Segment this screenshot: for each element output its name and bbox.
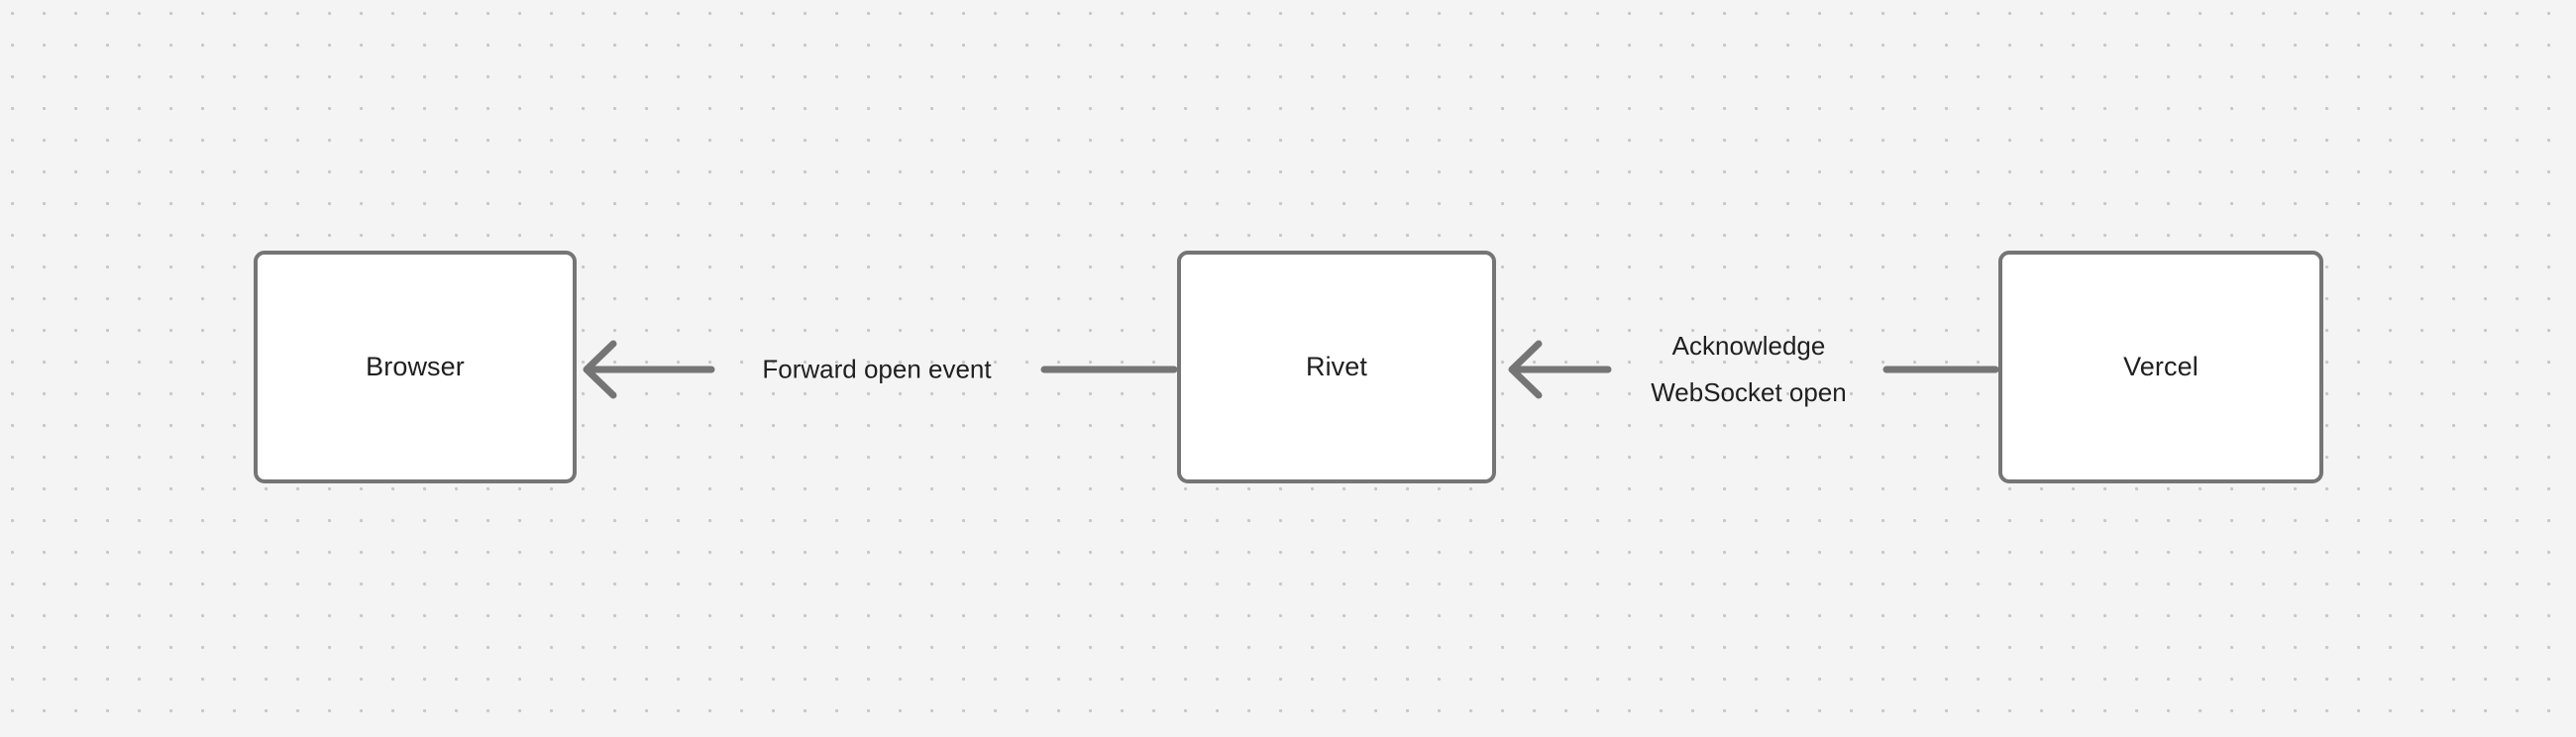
- node-browser-label: Browser: [366, 352, 465, 382]
- edge-label-acknowledge-websocket-open: Acknowledge WebSocket open: [1651, 323, 1847, 416]
- node-vercel[interactable]: Vercel: [1998, 251, 2323, 483]
- edge-label-forward-open-event: Forward open event: [762, 347, 991, 393]
- arrowhead-icon: [583, 340, 617, 399]
- arrowhead-icon: [1508, 340, 1543, 399]
- node-rivet-label: Rivet: [1305, 352, 1367, 382]
- edge-label-line: WebSocket open: [1651, 377, 1847, 407]
- node-browser[interactable]: Browser: [254, 251, 577, 483]
- node-rivet[interactable]: Rivet: [1177, 251, 1496, 483]
- edge-label-line: Acknowledge: [1671, 331, 1826, 361]
- node-vercel-label: Vercel: [2123, 352, 2199, 382]
- edge-label-line: Forward open event: [762, 354, 992, 384]
